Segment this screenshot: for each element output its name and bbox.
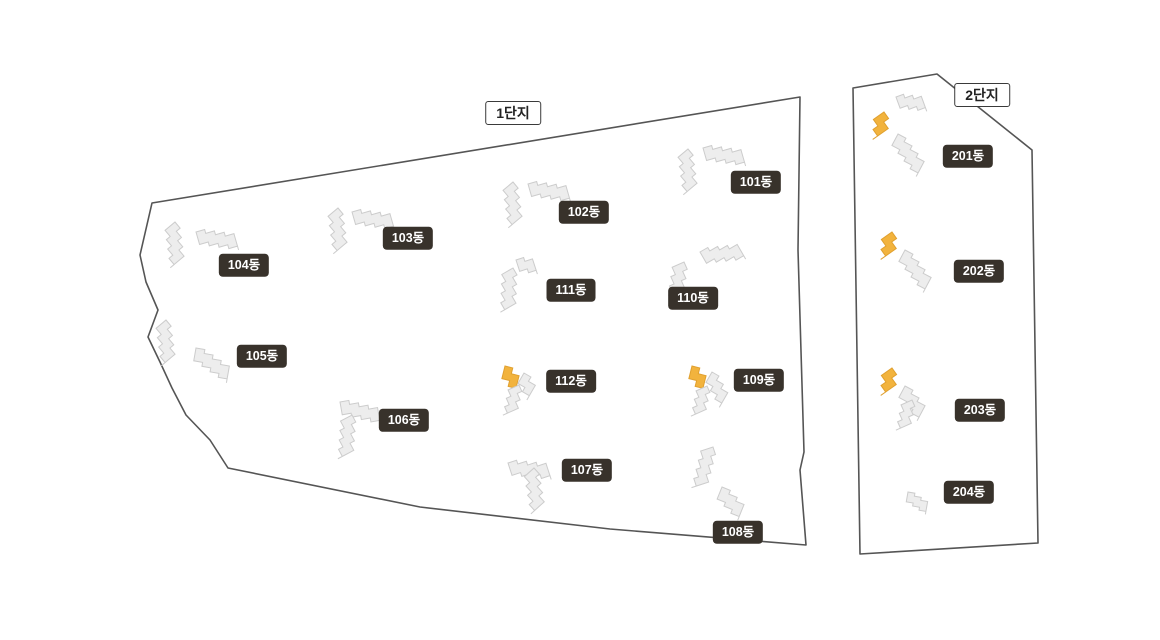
building-shape-104[interactable]: [150, 221, 240, 269]
building-label-203[interactable]: 203동: [954, 398, 1006, 422]
building-label-110[interactable]: 110동: [668, 286, 718, 310]
building-wing: [891, 133, 925, 177]
building-wing: [164, 221, 185, 269]
building-label-107[interactable]: 107동: [561, 458, 613, 482]
building-wing: [523, 467, 545, 515]
building-shape-108[interactable]: [682, 446, 747, 521]
building-shape-112[interactable]: [494, 365, 538, 416]
complex-2-label: 2단지: [954, 83, 1010, 107]
building-label-109[interactable]: 109동: [733, 368, 785, 392]
building-wing: [515, 256, 538, 275]
building-label-104[interactable]: 104동: [218, 253, 270, 277]
building-label-111[interactable]: 111동: [546, 278, 596, 302]
building-shape-111[interactable]: [484, 255, 538, 313]
building-label-101[interactable]: 101동: [730, 170, 782, 194]
building-label-202[interactable]: 202동: [953, 259, 1005, 283]
complex-2-boundary: [852, 73, 1039, 555]
building-wing: [337, 414, 357, 460]
complex-1-boundary: [139, 96, 807, 546]
building-wing: [500, 267, 518, 313]
building-shape-201[interactable]: [864, 89, 930, 177]
building-label-102[interactable]: 102동: [558, 200, 610, 224]
building-wing-highlighted: [880, 231, 898, 260]
building-wing: [155, 319, 176, 367]
building-label-108[interactable]: 108동: [712, 520, 764, 544]
building-wing: [507, 459, 552, 480]
building-wing: [895, 93, 928, 112]
building-label-112[interactable]: 112동: [546, 369, 596, 393]
complex-1-label: 1단지: [485, 101, 541, 125]
building-wing: [716, 486, 745, 521]
building-label-105[interactable]: 105동: [236, 344, 288, 368]
building-wing: [702, 144, 747, 167]
building-label-201[interactable]: 201동: [942, 144, 994, 168]
building-wing-highlighted: [872, 111, 890, 140]
building-wing: [195, 228, 240, 251]
building-label-204[interactable]: 204동: [943, 480, 995, 504]
building-shape-106[interactable]: [323, 396, 381, 460]
building-shape-107[interactable]: [507, 452, 555, 515]
building-label-106[interactable]: 106동: [378, 408, 430, 432]
building-wing-highlighted: [880, 367, 898, 396]
building-label-103[interactable]: 103동: [382, 226, 434, 250]
